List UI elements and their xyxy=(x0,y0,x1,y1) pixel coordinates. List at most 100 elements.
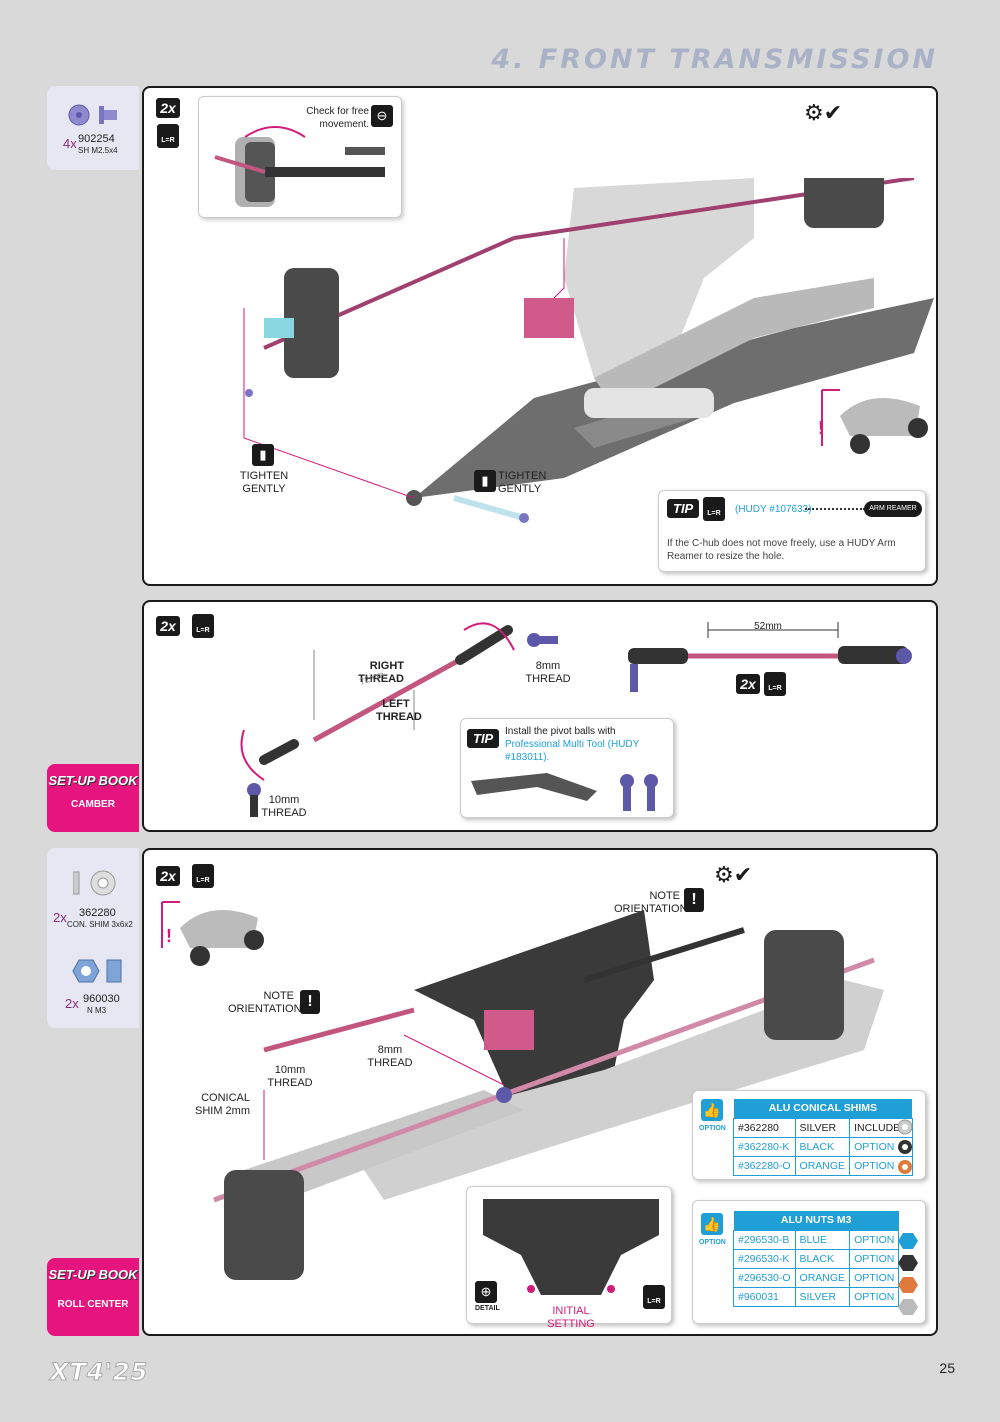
part-code: 960030 xyxy=(83,993,120,1005)
gear-check-icon: ⚙✔ xyxy=(804,100,843,125)
part-code: 362280 xyxy=(79,907,116,919)
option-label: OPTION xyxy=(699,1239,726,1246)
parts-card-1: 4x 902254 SH M2.5x4 xyxy=(47,86,139,170)
table-title: ALU NUTS M3 xyxy=(733,1211,899,1230)
setup-book-label: SET-UP BOOK xyxy=(48,773,138,788)
lr-icon: L=R xyxy=(764,672,786,696)
part-qty: 4x xyxy=(63,136,77,151)
tip-text: Install the pivot balls with Professiona… xyxy=(505,726,640,763)
setup-book-camber[interactable]: SET-UP BOOK CAMBER xyxy=(47,764,139,832)
note-orientation-2: NOTE ORIENTATION xyxy=(228,990,302,1015)
multi-tool-illustration xyxy=(471,773,658,811)
nut-swatches xyxy=(898,1233,918,1315)
setup-book-name: ROLL CENTER xyxy=(57,1299,129,1310)
check-note: Check for free movement. xyxy=(306,106,369,130)
part-desc: SH M2.5x4 xyxy=(78,146,118,155)
front-assembly-illustration xyxy=(243,178,934,523)
screw-icon xyxy=(68,104,117,126)
tip-box-2: TIP Install the pivot balls with Profess… xyxy=(460,718,674,818)
arm-reamer-tool: ARM REAMER xyxy=(864,501,922,517)
length-52: 52mm xyxy=(754,621,782,632)
tighten-label-1: TIGHTEN GENTLY xyxy=(239,470,289,495)
left-thread-label: LEFT THREAD xyxy=(376,698,422,723)
check-inset: Check for free movement. ⊖ xyxy=(198,96,402,218)
thread-8mm-label: 8mm THREAD xyxy=(367,1044,413,1069)
right-thread-label: RIGHT THREAD xyxy=(358,660,404,685)
lr-icon: L=R xyxy=(157,124,179,148)
lr-icon: L=R xyxy=(643,1285,665,1309)
thread-10mm-label: 10mm THREAD xyxy=(267,1064,313,1089)
parts-card-3: 2x 362280 CON. SHIM 3x6x2 2x 960030 N M3 xyxy=(47,848,139,1028)
part-code: 902254 xyxy=(78,133,115,145)
screwdriver-icon: ▮ xyxy=(474,470,496,492)
setup-book-roll-center[interactable]: SET-UP BOOK ROLL CENTER xyxy=(47,1258,139,1336)
conical-shim-icon xyxy=(73,870,116,896)
hub-rotation-illustration xyxy=(214,126,385,207)
thread-8mm-label: 8mm THREAD xyxy=(525,660,571,685)
nut-icon xyxy=(72,959,122,983)
setup-book-name: CAMBER xyxy=(71,799,115,810)
magnifier-icon: ⊕ xyxy=(475,1281,497,1303)
reamer-shaft xyxy=(805,508,865,510)
option-label: OPTION xyxy=(699,1125,726,1132)
step-panel-3: 2x L=R ⚙✔ ! NOTE ORIENTATION ! NOTE ORIE… xyxy=(142,848,938,1336)
conical-shim-label: CONICAL SHIM 2mm xyxy=(195,1092,250,1117)
note-orientation-1: NOTE ORIENTATION xyxy=(614,890,688,915)
camber-link-assembled xyxy=(628,622,912,692)
warning-car-thumbnail: ! xyxy=(818,386,930,464)
shock-tower-detail xyxy=(483,1199,659,1295)
part-desc: N M3 xyxy=(87,1006,107,1015)
tip-text: If the C-hub does not move freely, use a… xyxy=(667,538,896,562)
camber-link-exploded xyxy=(240,622,558,817)
detail-label: DETAIL xyxy=(475,1305,500,1312)
lr-icon: L=R xyxy=(192,864,214,888)
step-count: 2x xyxy=(156,866,180,886)
tip-box-1: TIP L=R (HUDY #107633) ARM REAMER If the… xyxy=(658,490,926,572)
roll-center-assembly-illustration xyxy=(213,910,884,1280)
setup-book-label: SET-UP BOOK xyxy=(48,1267,138,1282)
page-title: 4. FRONT TRANSMISSION xyxy=(491,44,938,75)
table-title: ALU CONICAL SHIMS xyxy=(733,1099,913,1118)
lr-icon: L=R xyxy=(192,614,214,638)
warning-icon: ! xyxy=(300,990,320,1014)
warning-exclamation-icon: ! xyxy=(166,926,172,946)
page-number: 25 xyxy=(939,1360,955,1376)
tip-badge: TIP xyxy=(467,729,500,748)
part-desc: CON. SHIM 3x6x2 xyxy=(67,920,133,929)
step-count: 2x xyxy=(736,674,760,694)
step-panel-1: 2x L=R Check for free movement. ⊖ ⚙✔ xyxy=(142,86,938,586)
step-panel-2: 2x L=R RIGHT THREAD 72mm LEFT THREAD 8mm… xyxy=(142,600,938,832)
warning-icon: ! xyxy=(684,888,704,912)
initial-setting-label: INITIAL SETTING xyxy=(547,1305,595,1330)
warning-exclamation-icon: ! xyxy=(818,418,824,438)
tip-badge: TIP xyxy=(667,499,700,518)
screwdriver-icon: ▮ xyxy=(252,444,274,466)
warning-car-thumbnail: ! xyxy=(160,898,266,970)
detail-box: ⊕ DETAIL INITIAL SETTING L=R xyxy=(466,1186,672,1330)
thumbs-up-icon: 👍 xyxy=(701,1099,723,1121)
thread-10mm-label: 10mm THREAD xyxy=(261,794,307,819)
screwdriver-icon: ⊖ xyxy=(371,105,393,127)
step-count: 2x xyxy=(156,616,180,636)
lr-icon: L=R xyxy=(703,497,725,521)
tighten-label-2: TIGHTEN GENTLY xyxy=(498,470,547,495)
xt4-logo: XT4'25 xyxy=(49,1358,149,1387)
step-count: 2x xyxy=(156,98,180,118)
part-qty: 2x xyxy=(53,910,67,925)
thumbs-up-icon: 👍 xyxy=(701,1213,723,1235)
gear-check-icon: ⚙✔ xyxy=(714,862,753,887)
tip-ref: (HUDY #107633) xyxy=(735,504,812,515)
shim-swatches xyxy=(897,1119,913,1174)
part-qty: 2x xyxy=(65,996,79,1011)
